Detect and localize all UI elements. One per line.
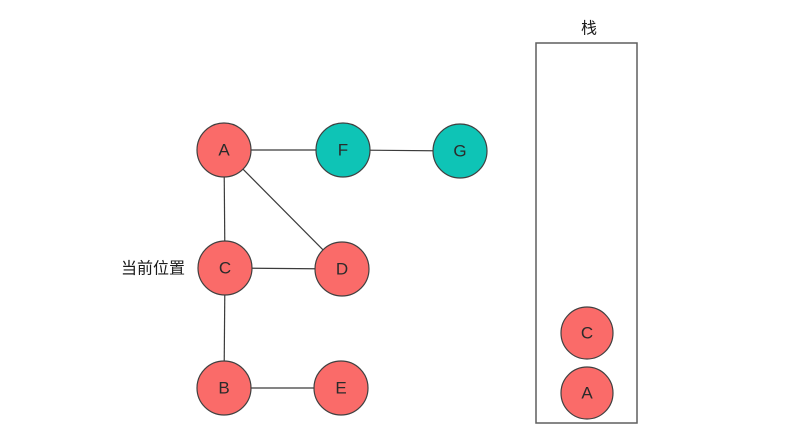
graph-node-G <box>432 123 488 179</box>
graph-node-label-D: D <box>336 260 348 279</box>
graph-node-label-A: A <box>218 141 230 160</box>
graph-node-B <box>196 360 252 416</box>
graph-node-label-F: F <box>338 141 348 160</box>
graph-edge-A-D <box>223 149 343 270</box>
graph-node-label-G: G <box>453 142 466 161</box>
graph-node-A <box>196 122 252 178</box>
stack-box <box>535 42 638 424</box>
stack-title: 栈 <box>581 20 597 38</box>
stack-item-C <box>560 306 614 360</box>
graph-node-label-E: E <box>335 379 346 398</box>
graph-node-D <box>314 241 370 297</box>
graph-node-label-C: C <box>219 259 231 278</box>
current-position-label: 当前位置 <box>121 260 185 278</box>
stack-item-label-A: A <box>581 384 593 403</box>
graph-node-F <box>315 122 371 178</box>
graph-node-C <box>197 240 253 296</box>
graph-node-label-B: B <box>218 379 229 398</box>
graph-node-E <box>313 360 369 416</box>
stack-item-A <box>560 366 614 420</box>
stack-item-label-C: C <box>581 324 593 343</box>
